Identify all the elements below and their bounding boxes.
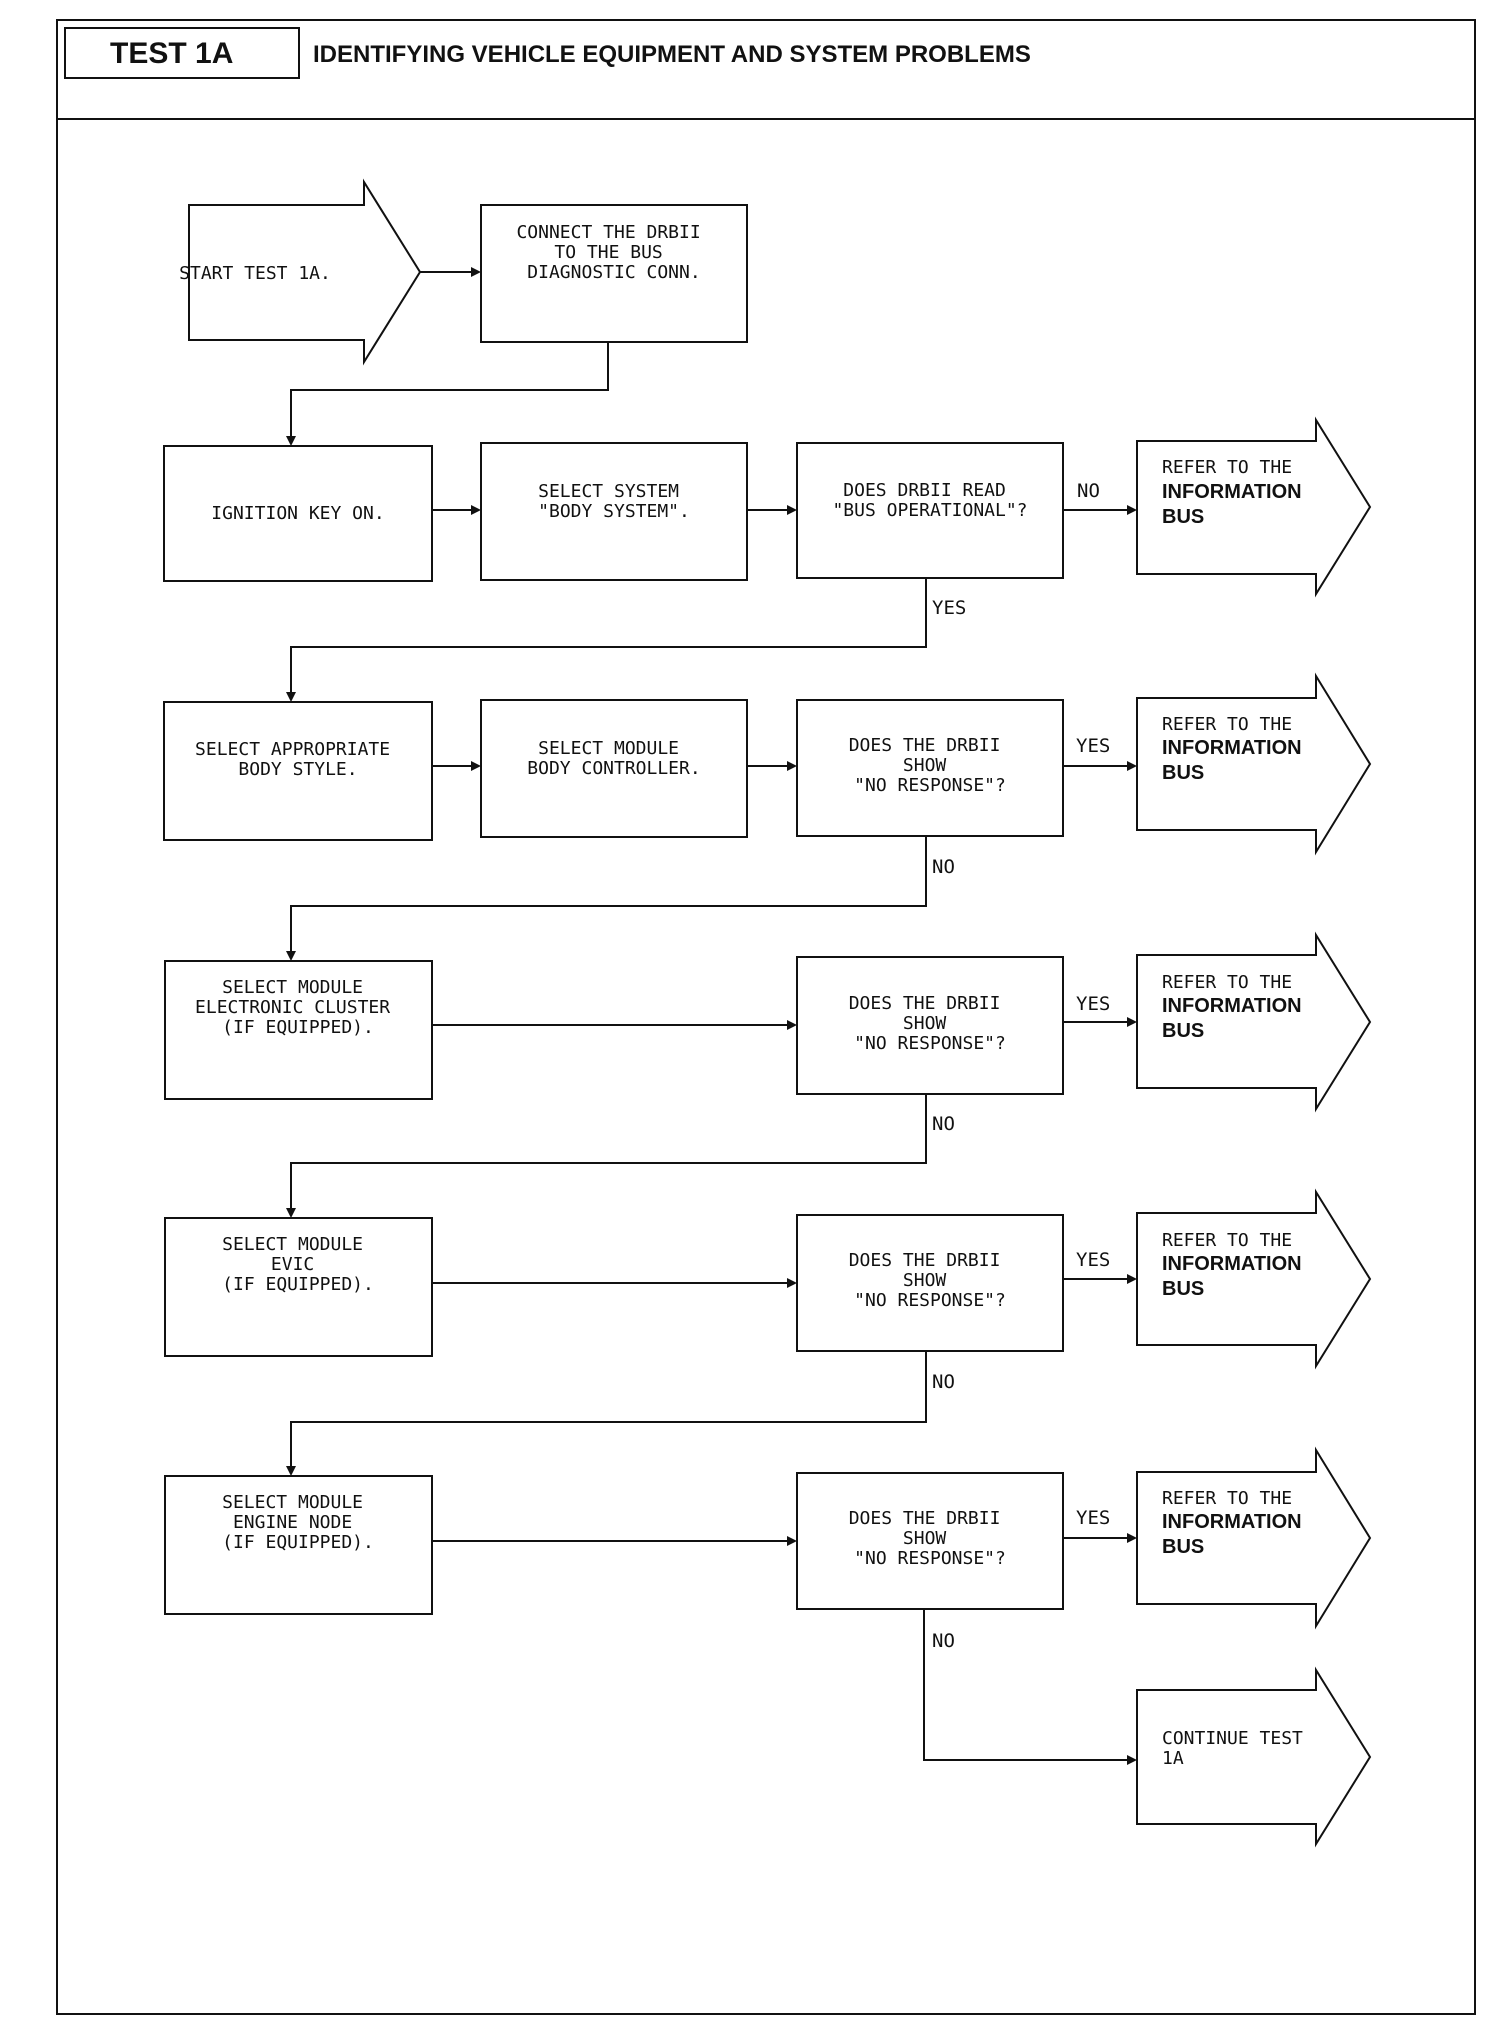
refer-line1: REFER TO THE	[1162, 457, 1292, 478]
refer-line3: BUS	[1162, 1536, 1204, 1558]
engine-box	[164, 1475, 433, 1615]
engine-label: SELECT MODULE ENGINE NODE (IF EQUIPPED).	[222, 1492, 374, 1553]
edge-label-no: NO	[932, 1113, 955, 1135]
edge-label-yes: YES	[932, 597, 966, 619]
q-bus-label: DOES DRBII READ "BUS OPERATIONAL"?	[832, 480, 1027, 521]
test-id-box	[64, 27, 300, 79]
continue-label: CONTINUE TEST 1A	[1162, 1728, 1314, 1769]
cluster-label: SELECT MODULE ELECTRONIC CLUSTER (IF EQU…	[195, 977, 401, 1038]
select-system-box	[480, 442, 748, 581]
edge-label-no: NO	[932, 1371, 955, 1393]
refer-line1: REFER TO THE	[1162, 714, 1292, 735]
start-arrow	[188, 178, 422, 366]
q-evic-box	[796, 1214, 1064, 1352]
refer-arrow-4	[1136, 1188, 1372, 1370]
edge-label-yes: YES	[1076, 1507, 1110, 1529]
q-bus-box	[796, 442, 1064, 579]
refer-arrow-1	[1136, 416, 1372, 598]
edge-label-yes: YES	[1076, 993, 1110, 1015]
refer-arrow-2	[1136, 672, 1372, 856]
refer-line2: INFORMATION	[1162, 1253, 1302, 1275]
cluster-box	[164, 960, 433, 1100]
edge-label-yes: YES	[1076, 1249, 1110, 1271]
refer-line2: INFORMATION	[1162, 481, 1302, 503]
edge-label-no: NO	[1077, 480, 1100, 502]
q-cluster-box	[796, 956, 1064, 1095]
refer-line3: BUS	[1162, 762, 1204, 784]
q-engine-label: DOES THE DRBII SHOW "NO RESPONSE"?	[849, 1508, 1012, 1569]
q-body-box	[796, 699, 1064, 837]
q-engine-box	[796, 1472, 1064, 1610]
body-style-box	[163, 701, 433, 841]
refer-line1: REFER TO THE	[1162, 972, 1292, 993]
body-controller-label: SELECT MODULE BODY CONTROLLER.	[527, 738, 700, 779]
refer-line2: INFORMATION	[1162, 1511, 1302, 1533]
refer-line1: REFER TO THE	[1162, 1488, 1292, 1509]
edge-label-no: NO	[932, 856, 955, 878]
page-frame	[56, 19, 1476, 2015]
continue-arrow	[1136, 1666, 1372, 1848]
refer-line1: REFER TO THE	[1162, 1230, 1292, 1251]
page-title: IDENTIFYING VEHICLE EQUIPMENT AND SYSTEM…	[313, 41, 1031, 68]
q-body-label: DOES THE DRBII SHOW "NO RESPONSE"?	[849, 735, 1012, 796]
select-system-label: SELECT SYSTEM "BODY SYSTEM".	[538, 481, 690, 522]
ignition-box	[163, 445, 433, 582]
refer-line3: BUS	[1162, 1278, 1204, 1300]
refer-line3: BUS	[1162, 506, 1204, 528]
evic-box	[164, 1217, 433, 1357]
q-cluster-label: DOES THE DRBII SHOW "NO RESPONSE"?	[849, 993, 1012, 1054]
test-id: TEST 1A	[110, 37, 233, 70]
body-style-label: SELECT APPROPRIATE BODY STYLE.	[195, 739, 401, 780]
q-evic-label: DOES THE DRBII SHOW "NO RESPONSE"?	[849, 1250, 1012, 1311]
refer-line3: BUS	[1162, 1020, 1204, 1042]
refer-arrow-5	[1136, 1446, 1372, 1630]
connect-box	[480, 204, 748, 343]
body-controller-box	[480, 699, 748, 838]
edge-label-no: NO	[932, 1630, 955, 1652]
refer-line2: INFORMATION	[1162, 737, 1302, 759]
edge-label-yes: YES	[1076, 735, 1110, 757]
evic-label: SELECT MODULE EVIC (IF EQUIPPED).	[222, 1234, 374, 1295]
refer-line2: INFORMATION	[1162, 995, 1302, 1017]
ignition-label: IGNITION KEY ON.	[211, 503, 384, 524]
connect-label: CONNECT THE DRBII TO THE BUS DIAGNOSTIC …	[516, 222, 711, 283]
start-label: START TEST 1A.	[179, 263, 331, 284]
refer-arrow-3	[1136, 931, 1372, 1113]
